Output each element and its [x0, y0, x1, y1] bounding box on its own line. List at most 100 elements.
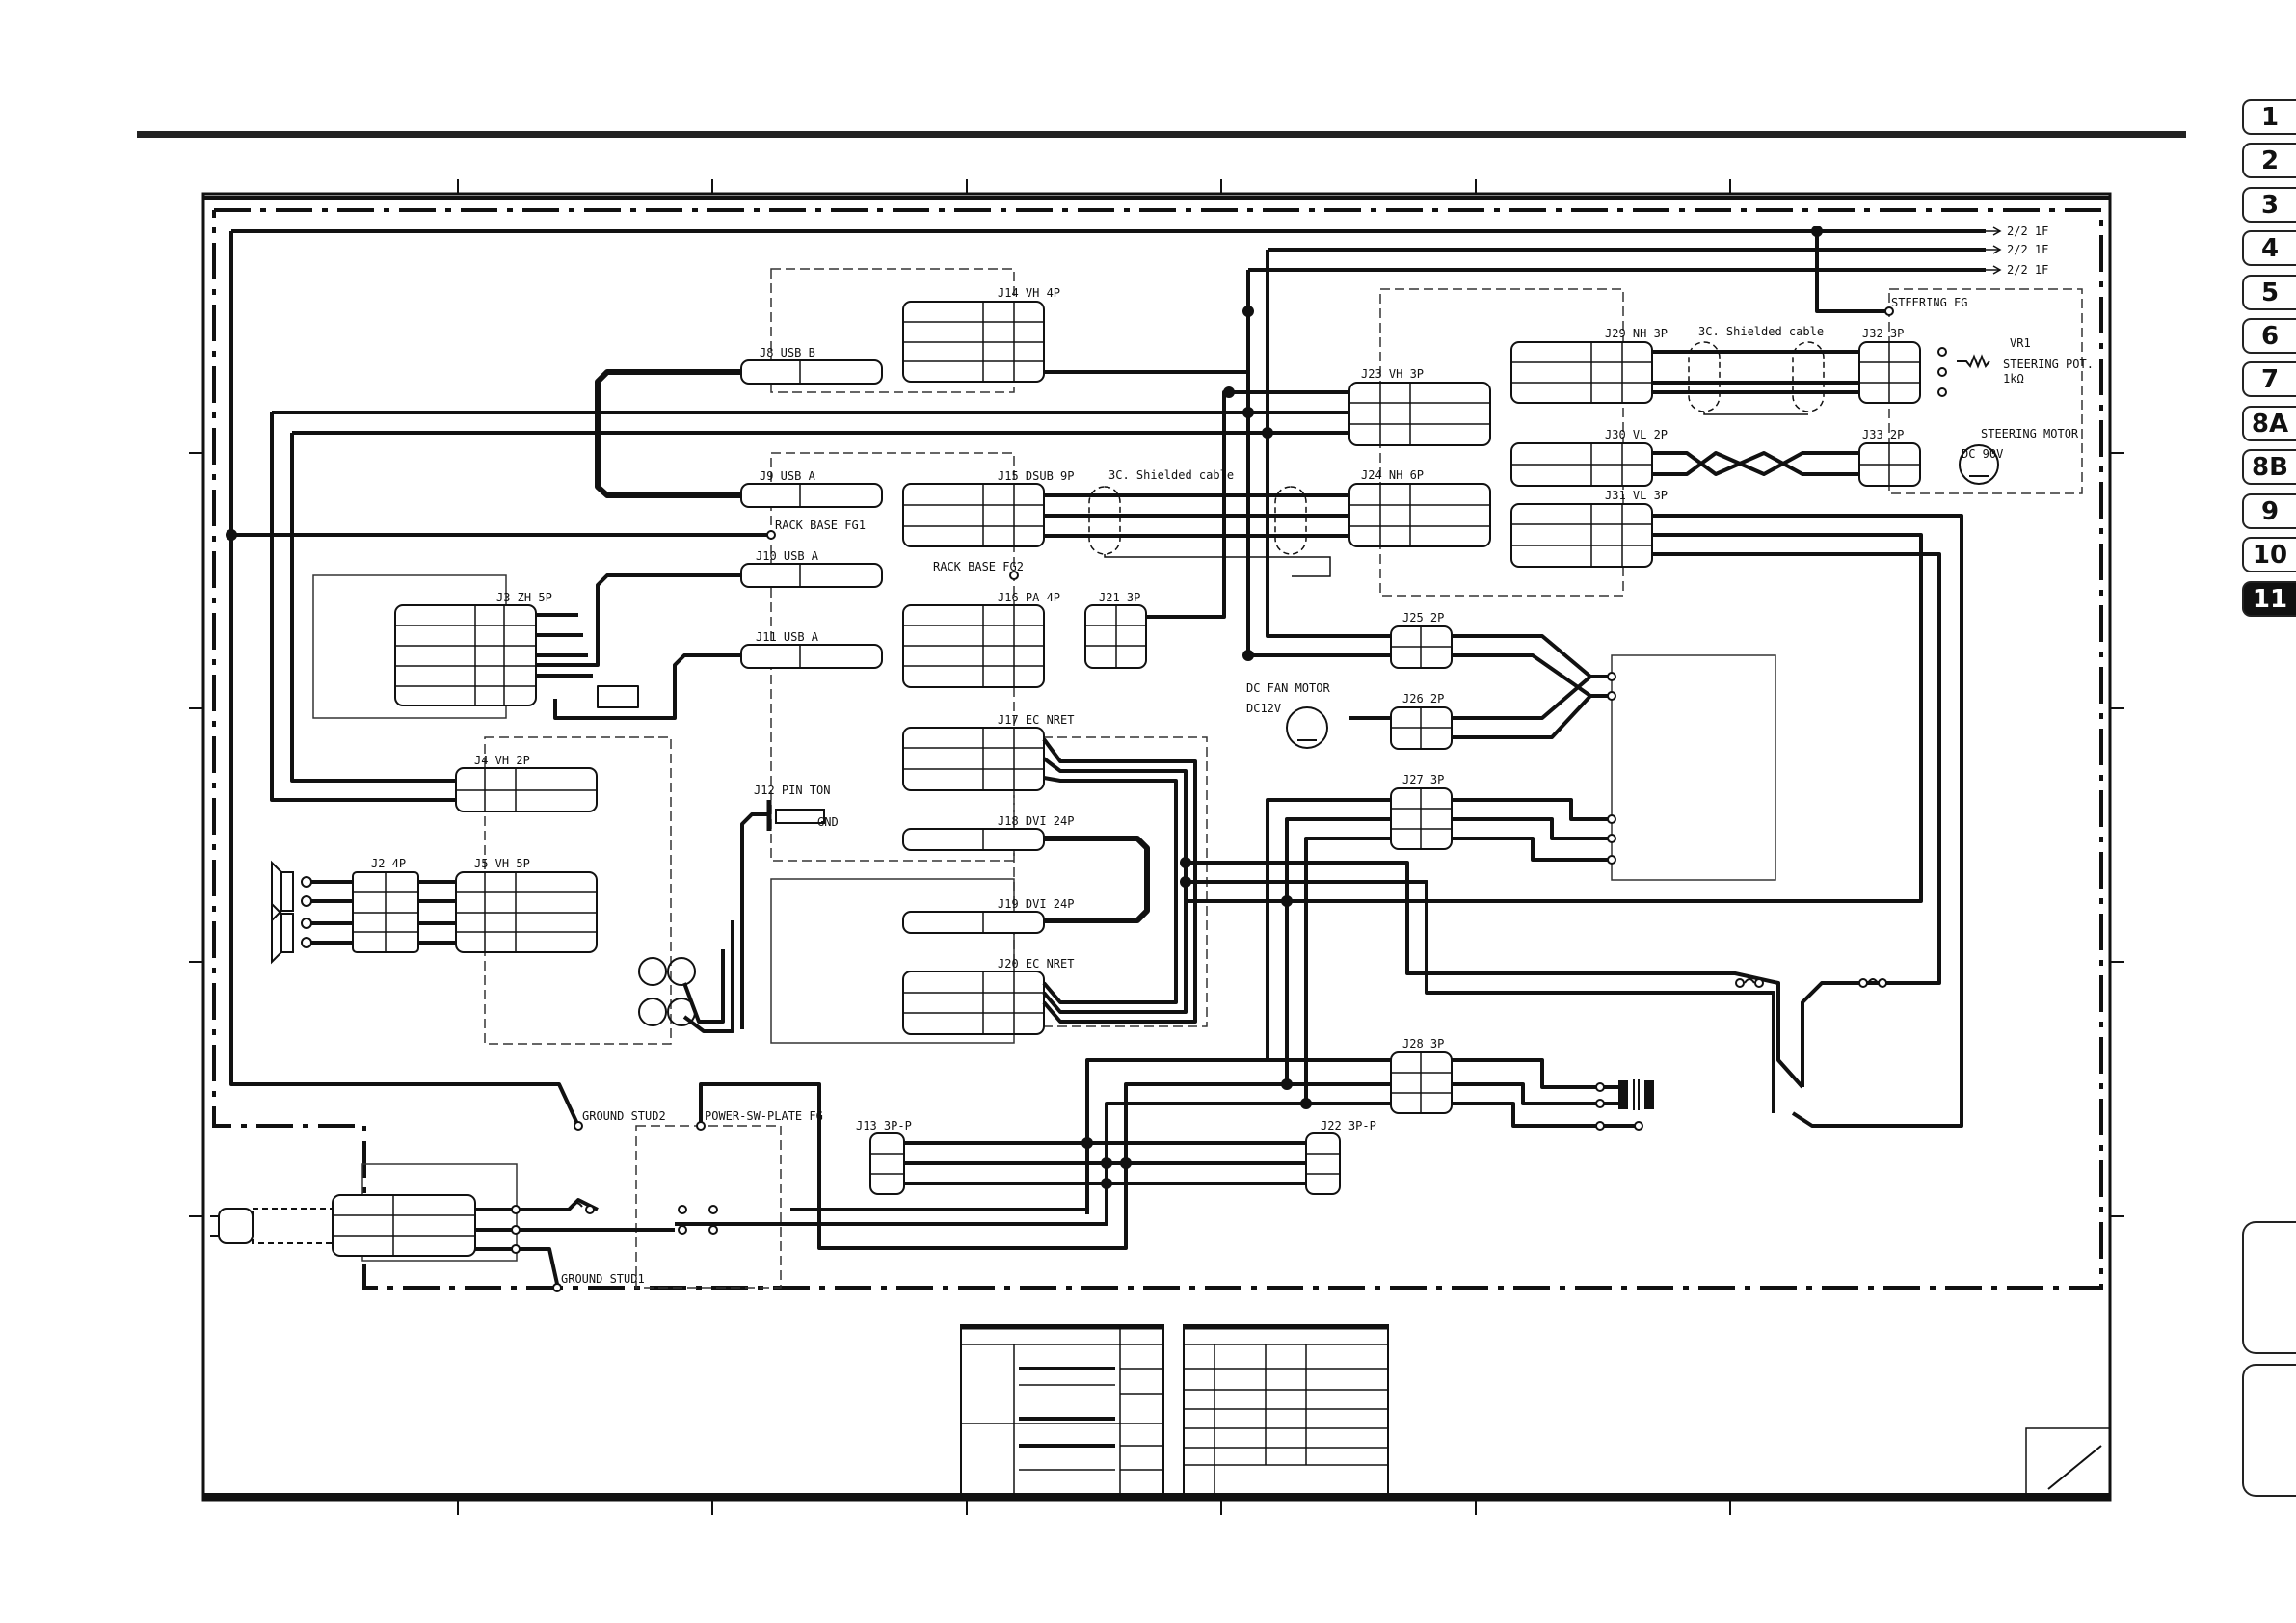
wiring-diagram: 2/2 1F 2/2 1F 2/2 1F J14 VH 4P J8 USB B …: [189, 179, 2124, 1515]
label-j17: J17 EC NRET: [998, 713, 1074, 727]
connector-j18: [902, 828, 1045, 851]
label-dc-fan-motor: DC FAN MOTOR: [1246, 681, 1330, 695]
connector-j8: [740, 359, 883, 385]
fan-motor-symbol: [1286, 706, 1328, 749]
label-power-sw-plate-fg: POWER-SW-PLATE FG: [705, 1109, 823, 1123]
label-j8: J8 USB B: [760, 346, 815, 359]
label-j13: J13 3P-P: [856, 1119, 912, 1132]
transformer-symbol: [1618, 1079, 1654, 1110]
side-tab-blank-1[interactable]: [2242, 1221, 2296, 1354]
connector-j23: [1348, 382, 1491, 446]
label-j31: J31 VL 3P: [1605, 489, 1668, 502]
label-j10: J10 USB A: [756, 549, 819, 563]
devices: [210, 354, 1999, 1244]
label-rack-base-fg1: RACK BASE FG1: [775, 519, 866, 532]
label-j4: J4 VH 2P: [474, 754, 530, 767]
connector-j15: [902, 483, 1045, 547]
connector-j13: [869, 1132, 905, 1195]
label-pot-value: 1kΩ: [2003, 372, 2024, 386]
label-j29: J29 NH 3P: [1605, 327, 1668, 340]
label-j3: J3 ZH 5P: [496, 591, 552, 604]
tab-chapter-8b[interactable]: 8B: [2242, 449, 2296, 485]
steering-motor-symbol: [1959, 444, 1999, 485]
label-steering-fg: STEERING FG: [1891, 296, 1967, 309]
sub-assembly-outlines: [484, 268, 2083, 1289]
connector-j11: [740, 644, 883, 669]
label-j2: J2 4P: [371, 857, 406, 870]
connector-j17: [902, 727, 1045, 791]
off-page-ref-1: 2/2 1F: [2007, 225, 2048, 238]
label-vr1: VR1: [2010, 336, 2031, 350]
label-j24: J24 NH 6P: [1361, 468, 1424, 482]
tab-chapter-9[interactable]: 9: [2242, 493, 2296, 529]
label-j33: J33 2P: [1862, 428, 1904, 441]
label-j16: J16 PA 4P: [998, 591, 1060, 604]
label-j5: J5 VH 5P: [474, 857, 530, 870]
connector-j19: [902, 911, 1045, 934]
label-j32: J32 3P: [1862, 327, 1904, 340]
tab-chapter-7[interactable]: 7: [2242, 361, 2296, 397]
off-page-arrows: [1986, 226, 2002, 275]
label-j9: J9 USB A: [760, 469, 816, 483]
harness-wires: [229, 229, 1986, 1285]
title-block: [960, 1324, 2111, 1497]
connector-j22: [1305, 1132, 1341, 1195]
side-tab-blank-2[interactable]: [2242, 1364, 2296, 1497]
tab-chapter-8a[interactable]: 8A: [2242, 406, 2296, 441]
label-j26: J26 2P: [1402, 692, 1444, 705]
connector-j10: [740, 563, 883, 588]
label-ground-stud1: GROUND STUD1: [561, 1272, 645, 1286]
audio-jack-symbols: [638, 957, 696, 1026]
top-rule: [137, 131, 2186, 138]
pin-jack-symbol: [766, 800, 825, 831]
label-gnd: GND: [817, 815, 839, 829]
label-shielded-cable-1: 3C. Shielded cable: [1108, 468, 1234, 482]
potentiometer-symbol: [1957, 354, 1990, 369]
label-shielded-cable-2: 3C. Shielded cable: [1698, 325, 1824, 338]
label-j28: J28 3P: [1402, 1037, 1444, 1051]
cable-shields: [1088, 341, 1825, 555]
label-j25: J25 2P: [1402, 611, 1444, 625]
label-j19: J19 DVI 24P: [998, 897, 1074, 911]
label-ground-stud2: GROUND STUD2: [582, 1109, 666, 1123]
connector-j31: [1510, 503, 1653, 568]
junction-dots: [226, 226, 1823, 1189]
speaker-symbols: [271, 860, 294, 965]
connector-j3: [394, 604, 537, 706]
label-rack-base-fg2: RACK BASE FG2: [933, 560, 1024, 573]
power-inlet-block: [332, 1194, 476, 1257]
tab-chapter-1[interactable]: 1: [2242, 99, 2296, 135]
connector-j9: [740, 483, 883, 508]
label-j18: J18 DVI 24P: [998, 814, 1074, 828]
label-j20: J20 EC NRET: [998, 957, 1074, 971]
connector-j24: [1348, 483, 1491, 547]
tab-chapter-2[interactable]: 2: [2242, 143, 2296, 178]
connector-pin-grid: [333, 302, 1920, 1256]
label-j12: J12 PIN TON: [754, 784, 830, 797]
tab-chapter-4[interactable]: 4: [2242, 230, 2296, 266]
tab-chapter-5[interactable]: 5: [2242, 275, 2296, 310]
label-steering-pot: STEERING POT.: [2003, 358, 2094, 371]
tab-chapter-3[interactable]: 3: [2242, 187, 2296, 223]
label-j22: J22 3P-P: [1321, 1119, 1376, 1132]
tab-chapter-10[interactable]: 10: [2242, 537, 2296, 572]
off-page-ref-3: 2/2 1F: [2007, 263, 2048, 277]
connector-j29: [1510, 341, 1653, 404]
chassis-boundary: [212, 208, 2103, 1290]
label-j15: J15 DSUB 9P: [998, 469, 1074, 483]
label-steering-motor: STEERING MOTOR: [1981, 427, 2079, 440]
label-fan-voltage: DC12V: [1246, 702, 1281, 715]
shield-drain-wires: [1104, 412, 1808, 577]
label-j27: J27 3P: [1402, 773, 1444, 786]
label-motor-voltage: DC 90V: [1962, 447, 2003, 461]
label-j11: J11 USB A: [756, 630, 819, 644]
fuse-symbols: [570, 978, 1879, 1208]
tab-chapter-11[interactable]: 11: [2242, 581, 2296, 617]
label-j14: J14 VH 4P: [998, 286, 1060, 300]
off-page-ref-2: 2/2 1F: [2007, 243, 2048, 256]
terminal-points: [301, 306, 1947, 1292]
power-plug-symbol: [210, 1208, 334, 1244]
drawing-frame: [189, 179, 2124, 1515]
label-j23: J23 VH 3P: [1361, 367, 1424, 381]
tab-chapter-6[interactable]: 6: [2242, 318, 2296, 354]
